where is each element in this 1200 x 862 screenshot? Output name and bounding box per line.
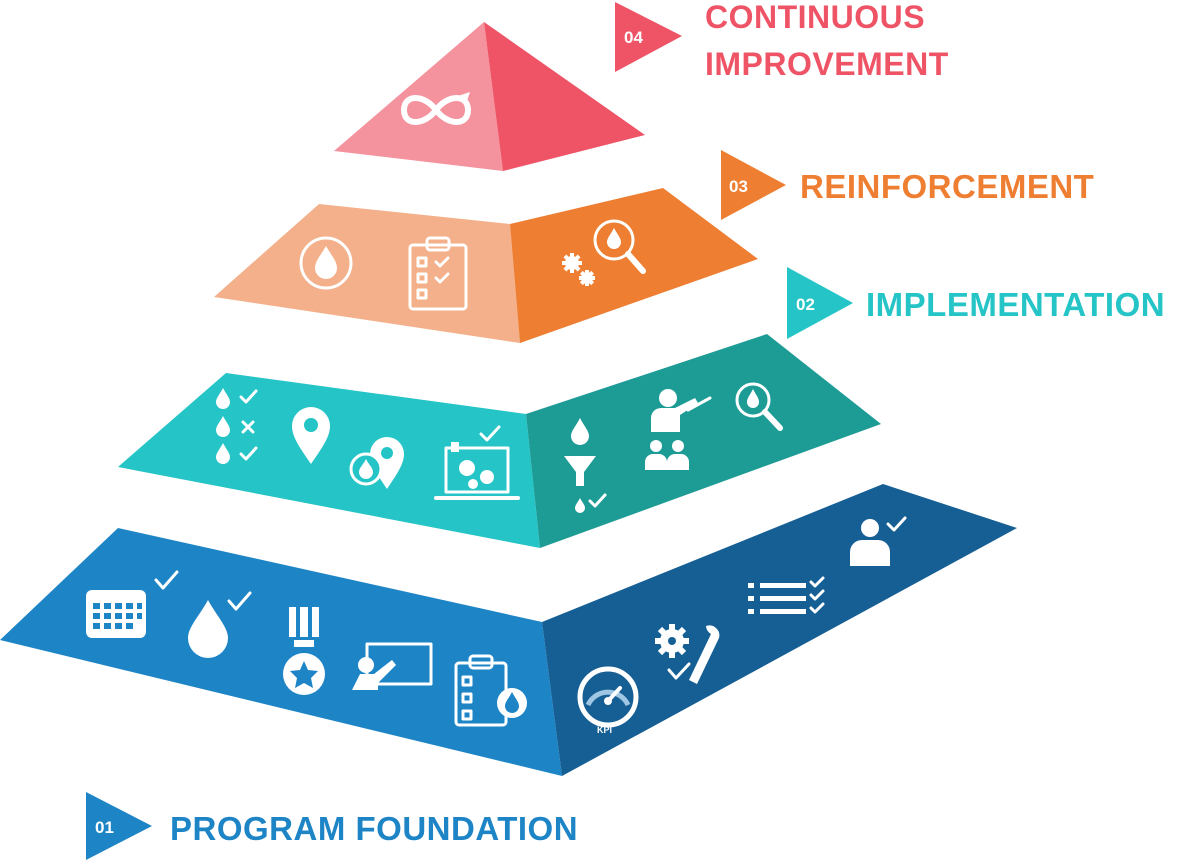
clipboard-drop-icon [454, 654, 527, 727]
label-line-1: IMPLEMENTATION [866, 286, 1165, 323]
kpi-gauge-icon: KPI [577, 666, 639, 735]
presentation-board-icon [352, 642, 433, 690]
number-04: 04 [624, 28, 643, 47]
label-reinforcement: 03 REINFORCEMENT [721, 150, 1094, 220]
checklist-icon [748, 576, 825, 614]
number-01: 01 [95, 818, 114, 837]
number-marker-02 [787, 267, 853, 339]
tier-continuous-improvement [334, 22, 645, 171]
laptop-gears-icon [434, 425, 520, 500]
continuous-right-face [484, 22, 645, 171]
label-program-foundation: 01 PROGRAM FOUNDATION [86, 792, 578, 860]
number-02: 02 [796, 295, 815, 314]
filter-drop-icon [564, 418, 607, 513]
infinity-icon [400, 92, 472, 125]
calendar-check-icon [86, 570, 179, 638]
kpi-label: KPI [597, 725, 612, 735]
drop-check-icon [188, 591, 252, 658]
implementation-left-face [118, 373, 540, 548]
tier-reinforcement [214, 188, 758, 343]
drop-check-list-icon [216, 388, 258, 464]
tier-program-foundation: KPI [0, 484, 1017, 776]
user-check-icon [850, 516, 907, 566]
label-implementation: 02 IMPLEMENTATION [787, 267, 1165, 339]
label-line-1: REINFORCEMENT [800, 168, 1094, 205]
label-line-1: PROGRAM FOUNDATION [170, 810, 578, 847]
foundation-left-face [0, 528, 562, 776]
number-marker-01 [86, 792, 152, 860]
tier-implementation [118, 334, 881, 548]
label-line-1: CONTINUOUS [705, 0, 925, 35]
clipboard-checklist-icon [408, 236, 468, 311]
reinforcement-right-face [510, 188, 758, 343]
drop-badge-icon [299, 236, 353, 290]
gears-icon [562, 253, 595, 286]
number-03: 03 [729, 177, 748, 196]
medal-icon [283, 607, 325, 695]
magnifier-drop-icon [593, 219, 646, 274]
pin-drop-icon [349, 437, 404, 489]
number-marker-04 [615, 2, 682, 72]
gear-wrench-icon [655, 624, 720, 684]
reinforcement-left-face [214, 204, 520, 343]
implementation-right-face [526, 334, 881, 548]
magnifier-drop-icon [735, 382, 783, 431]
location-pin-icon [292, 407, 330, 464]
label-line-2: IMPROVEMENT [705, 46, 949, 82]
label-continuous-improvement: 04 CONTINUOUS IMPROVEMENT [615, 0, 949, 82]
number-marker-03 [721, 150, 786, 220]
presenter-audience-icon [645, 389, 712, 470]
foundation-right-face [542, 484, 1017, 776]
